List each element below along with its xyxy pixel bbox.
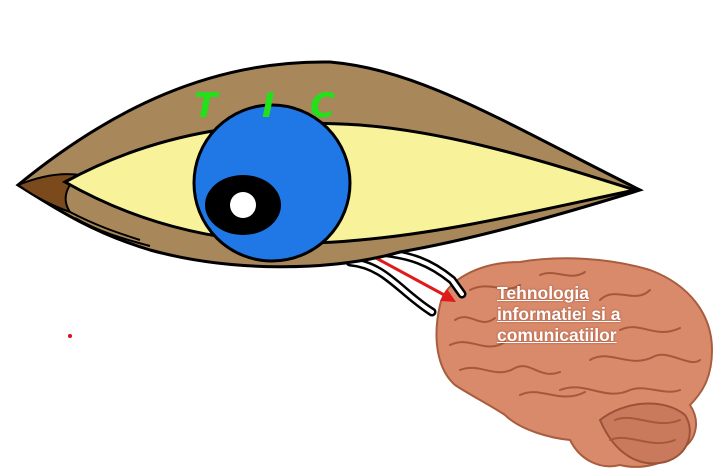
brain-image	[435, 257, 714, 468]
eye-shape	[15, 60, 644, 269]
red-dot	[68, 334, 72, 338]
tic-letter-t: T	[194, 86, 220, 126]
tic-letter-i: I	[262, 86, 275, 126]
red-arrow	[375, 256, 456, 302]
brain-caption: Tehnologia informatiei si a comunicatiil…	[497, 283, 621, 345]
pupil-highlight	[230, 192, 256, 218]
tic-title: T I C	[194, 86, 335, 126]
tic-letter-c: C	[310, 86, 335, 126]
